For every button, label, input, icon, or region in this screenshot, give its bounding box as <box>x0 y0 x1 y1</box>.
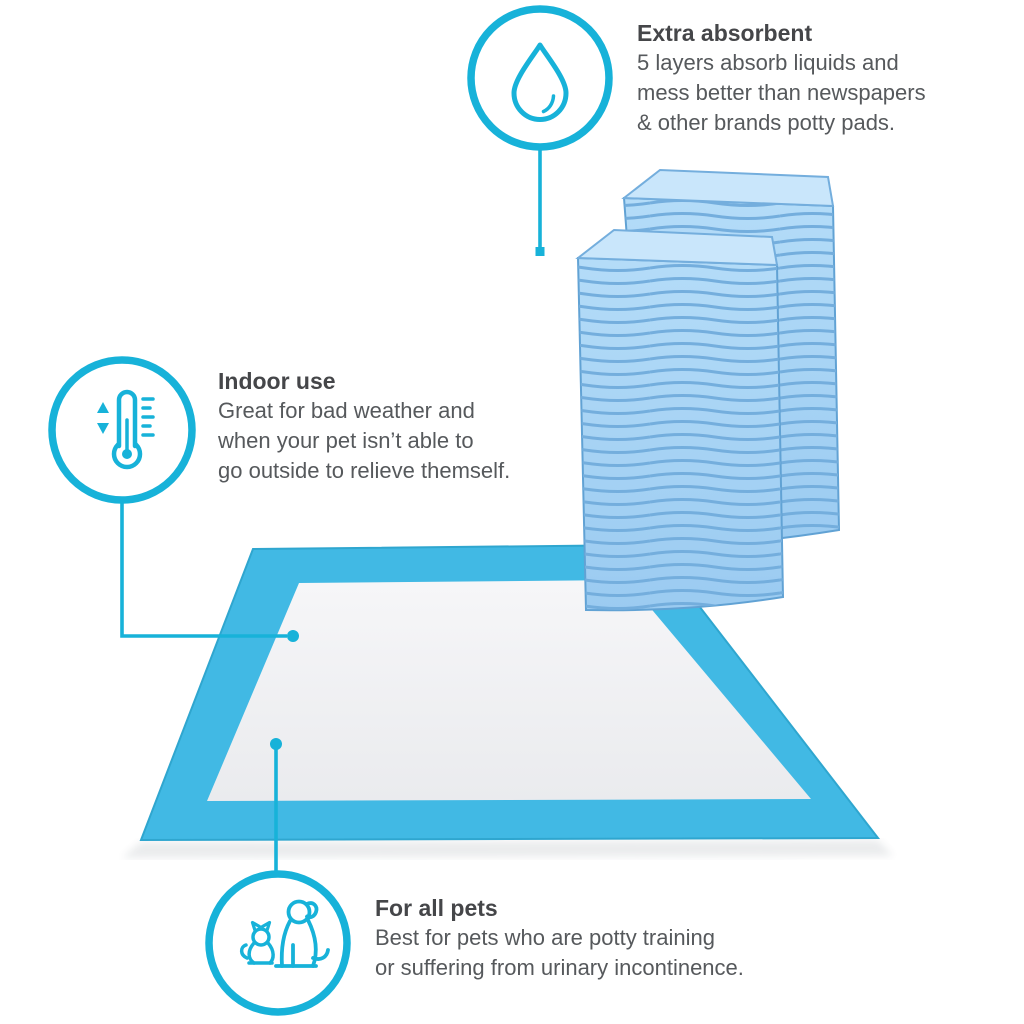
callout-indoor-body: Great for bad weather and when your pet … <box>218 398 511 483</box>
pets-badge <box>205 870 351 1016</box>
open-potty-pad <box>139 543 881 842</box>
callout-absorbent-title: Extra absorbent <box>637 20 813 46</box>
water-drop-icon <box>511 42 569 122</box>
callout-absorbent-text: Extra absorbent 5 layers absorb liquids … <box>637 18 1009 138</box>
connector-indoor-tip <box>287 630 299 642</box>
connector-pets-tip <box>270 738 282 750</box>
absorbent-badge-ring <box>467 5 613 151</box>
callout-indoor-text: Indoor use Great for bad weather and whe… <box>218 366 563 486</box>
callout-pets-text: For all pets Best for pets who are potty… <box>375 893 820 983</box>
dog-and-cat-icon <box>239 899 330 968</box>
absorbent-badge <box>467 5 613 151</box>
pets-badge-ring <box>205 870 351 1016</box>
pad-stack-front-folds <box>578 258 783 611</box>
pad-stack-front-top <box>575 228 779 267</box>
open-pad-white-core <box>207 580 811 801</box>
connector-absorbent-tip <box>535 247 545 256</box>
pad-stack-front <box>575 228 785 612</box>
thermometer-icon <box>97 389 155 470</box>
connector-indoor <box>120 500 287 638</box>
callout-indoor-title: Indoor use <box>218 368 336 394</box>
callout-absorbent-body: 5 layers absorb liquids and mess better … <box>637 50 926 135</box>
pad-stack-back-top <box>621 168 835 208</box>
indoor-badge <box>48 356 196 504</box>
callout-pets-body: Best for pets who are potty training or … <box>375 925 744 980</box>
pad-shadow <box>122 840 893 858</box>
callout-pets-title: For all pets <box>375 895 498 921</box>
